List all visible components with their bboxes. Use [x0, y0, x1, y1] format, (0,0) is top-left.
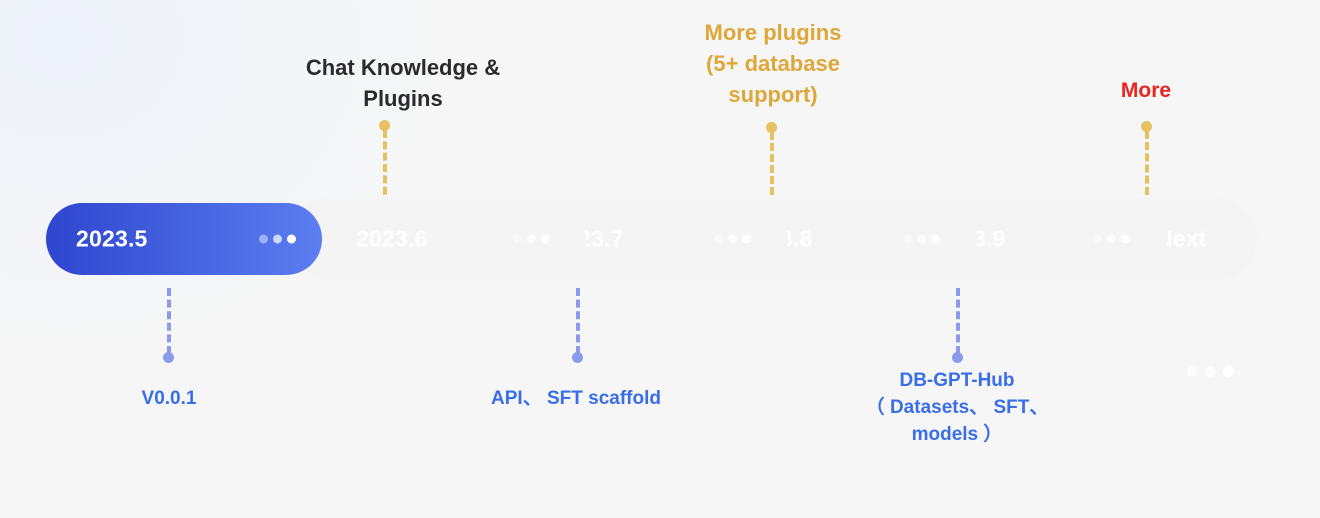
callout-below-v0-0-1: V0.0.1 — [141, 388, 197, 409]
timeline-segment-label: 2023.5 — [76, 225, 148, 252]
segment-separator-dots-icon — [903, 234, 940, 244]
segment-separator-dots-icon — [1093, 234, 1130, 244]
callout-below-db-gpt-hub: DB-GPT-Hub （ Datasets、 SFT、 models ） — [865, 370, 1049, 445]
connector-knob — [379, 120, 390, 131]
segment-separator-dots-icon — [714, 234, 751, 244]
connector-knob — [952, 352, 963, 363]
connector-line — [770, 132, 774, 206]
callout-above-more: More — [1120, 79, 1172, 102]
timeline-segment-label: 2023.6 — [356, 225, 428, 252]
connector-knob — [163, 352, 174, 363]
connector-line — [576, 288, 580, 354]
connector-line — [956, 288, 960, 354]
callout-above-more-plugins: More plugins (5+ database support) — [704, 20, 842, 108]
connector-above-2023-6 — [379, 120, 390, 206]
connector-below-2023-7 — [572, 288, 583, 368]
connector-line — [383, 130, 387, 206]
connector-above-2023-8 — [766, 122, 777, 206]
segment-separator-dots-icon — [259, 234, 296, 244]
timeline-segment-2023-6[interactable]: 2023.6 — [290, 198, 586, 280]
segment-separator-dots-icon — [513, 234, 550, 244]
connector-above-next — [1141, 121, 1152, 206]
connector-below-2023-5 — [163, 288, 174, 368]
decorative-dots-icon — [1187, 366, 1234, 377]
connector-line — [167, 288, 171, 354]
connector-below-2023-9 — [952, 288, 963, 368]
timeline-segment-2023-5[interactable]: 2023.5 — [46, 203, 322, 275]
callout-below-api-sft-scaffold: API、 SFT scaffold — [491, 388, 661, 409]
callout-above-chat-knowledge-plugins: Chat Knowledge & Plugins — [305, 55, 501, 112]
connector-knob — [572, 352, 583, 363]
connector-knob — [766, 122, 777, 133]
timeline-bar: 2023.5 2023.6 2023.7 2023.8 2023.9 — [46, 198, 1257, 280]
connector-line — [1145, 131, 1149, 206]
connector-knob — [1141, 121, 1152, 132]
